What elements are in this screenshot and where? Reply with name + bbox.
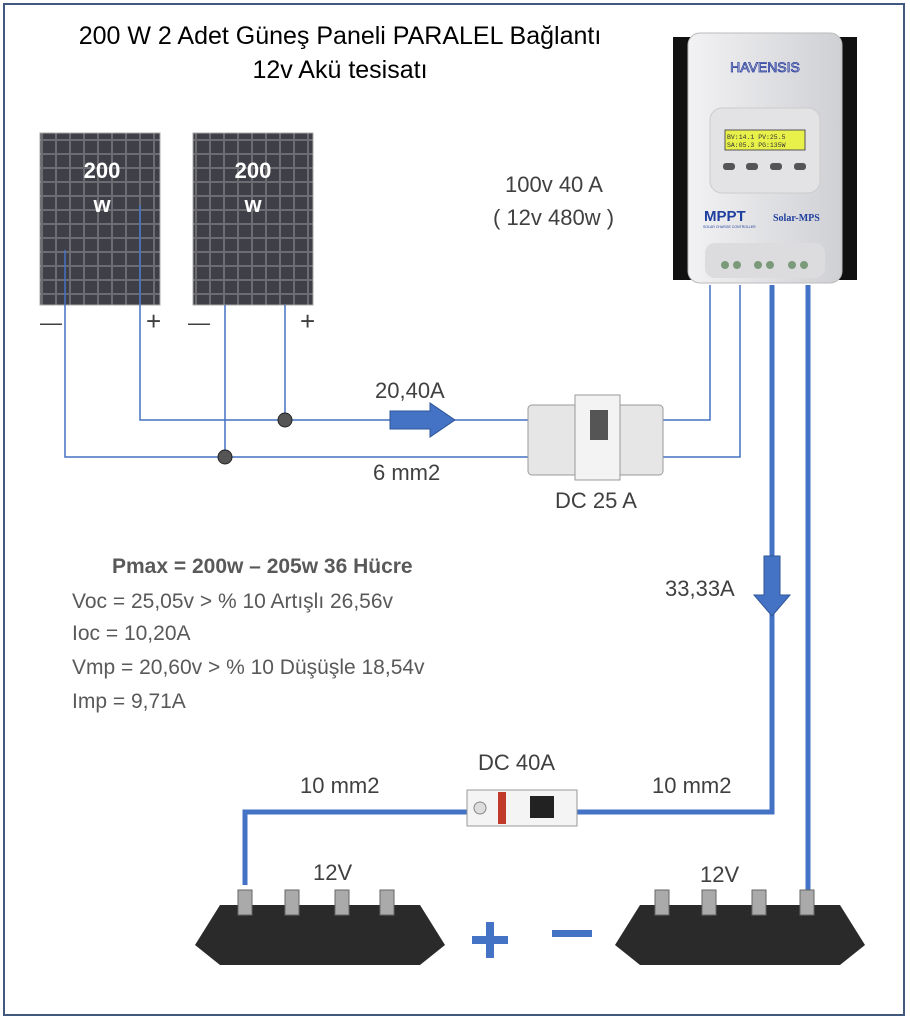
cable-left-label: 10 mm2 [300,773,380,798]
busbar-left [195,889,445,965]
panel-1-value: 200 [83,158,121,183]
controller-rating-sub: ( 12v 480w ) [493,205,615,230]
minus-sign-icon [552,930,592,937]
battery-wires [242,285,811,900]
spec-vmp: Vmp = 20,60v > % 10 Düşüşle 18,54v [72,656,425,679]
panel-1-plus: + [146,306,162,336]
panel-2-unit: w [244,192,262,217]
panel-current-label: 20,40A [375,378,445,403]
battery-breaker [466,789,578,827]
controller-series: Solar-MPS [773,213,820,224]
solar-panel-2 [192,132,314,306]
spec-ioc: Ioc = 10,20A [72,622,191,645]
controller-rating: 100v 40 A [505,172,603,197]
spec-pmax: Pmax = 200w – 205w 36 Hücre [112,555,413,578]
current-arrow-down [752,555,792,617]
panel-1-unit: w [93,192,111,217]
busbar-left-label: 12V [313,860,353,885]
controller-model: MPPT [704,208,746,225]
plus-sign-icon [472,922,508,958]
panel-1-minus: — [40,310,62,335]
panel-2-value: 200 [234,158,272,183]
title-line1: 200 W 2 Adet Güneş Paneli PARALEL Bağlan… [78,22,602,50]
busbar-right-label: 12V [700,862,740,887]
title-line2: 12v Akü tesisatı [252,56,428,84]
junction-dot [217,449,233,465]
controller-lcd-line1: BV:14.1 PV:25.5 [727,134,786,141]
spec-imp: Imp = 9,71A [72,690,186,713]
panel-2-minus: — [188,310,210,335]
cable-right-label: 10 mm2 [652,773,732,798]
controller-subtitle: SOLAR CHARGE CONTROLLER [703,225,756,229]
controller-brand: HAVENSIS [730,59,800,75]
current-arrow-right [389,402,456,438]
junction-dot [277,412,293,428]
panel-cable-label: 6 mm2 [373,460,441,485]
diagram-border [3,3,905,1016]
panel-2-plus: + [300,306,316,336]
pv-breaker-label: DC 25 A [555,488,637,513]
battery-current-label: 33,33A [665,576,735,601]
battery-breaker-label: DC 40A [478,750,556,775]
pv-breaker [527,394,664,481]
mppt-controller [673,32,857,284]
spec-voc: Voc = 25,05v > % 10 Artışlı 26,56v [72,590,394,613]
controller-lcd-line2: SA:05.3 PG:135W [727,142,786,149]
busbar-right [615,889,865,965]
